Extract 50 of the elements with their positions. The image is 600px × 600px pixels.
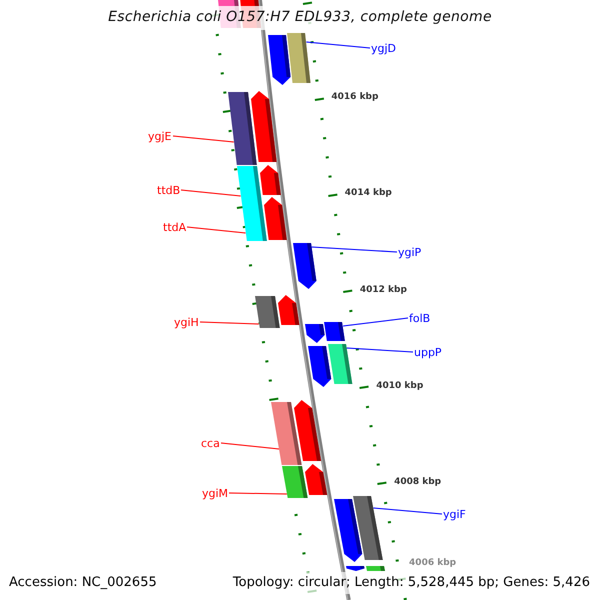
gene-block: [228, 92, 257, 165]
genome-info-text: Topology: circular; Length: 5,528,445 bp; Genes: 5,426: [232, 575, 590, 591]
scale-label: 4014 kbp: [344, 188, 392, 199]
leader-line: [180, 190, 242, 196]
gene-block: [271, 402, 302, 465]
gene-block: [264, 197, 287, 240]
leader-line: [342, 318, 408, 326]
leader-line: [228, 492, 288, 494]
leader-line: [346, 348, 414, 352]
gene-label: uppP: [414, 346, 442, 358]
scale-label: 4010 kbp: [376, 381, 424, 392]
scale-label: 4008 kbp: [394, 477, 442, 488]
gene-block: [304, 324, 325, 343]
leader-line: [311, 246, 398, 252]
gene-block: [268, 35, 291, 85]
gene-label: ttdA: [163, 220, 186, 234]
leader-line: [306, 42, 370, 48]
gene-label: ttdB: [157, 184, 180, 196]
gene-block: [366, 566, 386, 571]
gene-label: ygiH: [174, 316, 199, 328]
gene-block: [346, 566, 366, 571]
leader-line: [186, 226, 246, 234]
gene-block: [282, 466, 308, 498]
leader-line: [200, 322, 260, 324]
scale-label: 4016 kbp: [331, 92, 378, 103]
gene-block: [334, 499, 363, 562]
scale-label: 4006 kbp: [409, 558, 456, 569]
title: Escherichia coli O157:H7 EDL933, complete genome: [108, 9, 492, 25]
gene-block: [260, 165, 281, 195]
gene-label: cca: [201, 436, 220, 450]
accession-text: Accession: NC_002655: [9, 575, 157, 591]
gene-label: ygiM: [202, 486, 228, 500]
leader-line: [172, 136, 234, 142]
leader-line: [220, 442, 280, 450]
scale-label: 4012 kbp: [360, 285, 407, 296]
gene-label: ygjE: [148, 130, 172, 142]
gene-label: ygiP: [398, 246, 422, 258]
gene-block: [324, 322, 346, 341]
gene-block: [254, 296, 280, 328]
gene-block: [287, 33, 312, 83]
gene-block: [293, 243, 318, 289]
gene-block: [305, 464, 328, 495]
gene-block: [278, 295, 300, 325]
gene-label: folB: [409, 312, 430, 324]
gene-block: [328, 344, 353, 384]
gene-label: ygiF: [443, 508, 466, 520]
gene-block: [308, 346, 332, 387]
gene-block: [236, 166, 267, 241]
leader-line: [372, 508, 442, 514]
gene-label: ygjD: [371, 42, 396, 54]
